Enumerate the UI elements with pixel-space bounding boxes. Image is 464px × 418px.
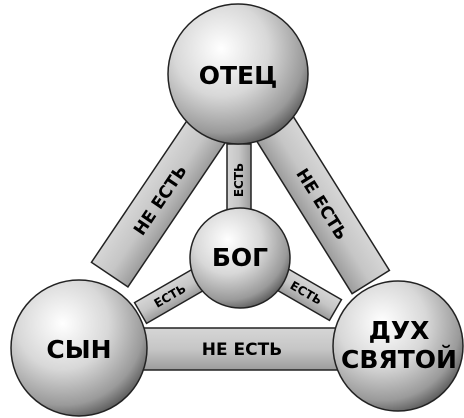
link-label-god-father: ЕСТЬ bbox=[232, 163, 246, 197]
node-god: БОГ bbox=[189, 207, 291, 309]
link-label-son-spirit: НЕ ЕСТЬ bbox=[202, 340, 282, 360]
node-spirit-label-line2: СВЯТОЙ bbox=[341, 345, 457, 374]
node-father: ОТЕЦ bbox=[167, 3, 309, 145]
node-son-label: СЫН bbox=[46, 335, 111, 364]
node-father-label: ОТЕЦ bbox=[199, 61, 278, 90]
node-son: СЫН bbox=[10, 279, 148, 417]
node-holy-spirit: ДУХ СВЯТОЙ bbox=[332, 280, 464, 412]
node-god-label: БОГ bbox=[212, 243, 268, 272]
link-son-spirit: НЕ ЕСТЬ bbox=[141, 327, 343, 371]
node-spirit-label-line1: ДУХ bbox=[369, 316, 430, 345]
link-god-father: ЕСТЬ bbox=[226, 143, 252, 217]
